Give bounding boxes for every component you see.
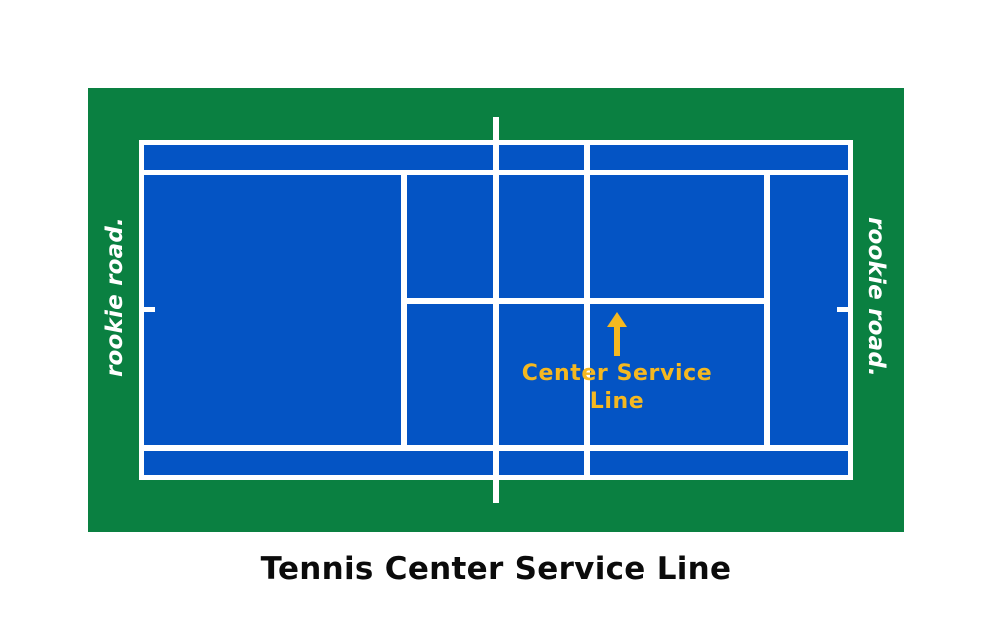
tennis-court-diagram: rookie road. rookie road. Center Service… bbox=[88, 88, 904, 532]
arrow-up-icon bbox=[607, 312, 627, 356]
backcourt-right bbox=[770, 175, 848, 445]
watermark-left: rookie road. bbox=[102, 217, 128, 377]
service-box-right-top bbox=[590, 175, 764, 298]
center-mark-left bbox=[139, 307, 155, 312]
net-line bbox=[493, 117, 499, 503]
center-service-line-label: Center Service Line bbox=[521, 361, 713, 415]
doubles-alley-top-right bbox=[590, 145, 848, 170]
diagram-caption: Tennis Center Service Line bbox=[260, 551, 732, 587]
watermark-right: rookie road. bbox=[863, 217, 889, 377]
doubles-alley-bottom-left bbox=[144, 451, 584, 475]
doubles-alley-bottom-right bbox=[590, 451, 848, 475]
center-mark-right bbox=[837, 307, 853, 312]
doubles-alley-top-left bbox=[144, 145, 584, 170]
backcourt-left bbox=[144, 175, 401, 445]
